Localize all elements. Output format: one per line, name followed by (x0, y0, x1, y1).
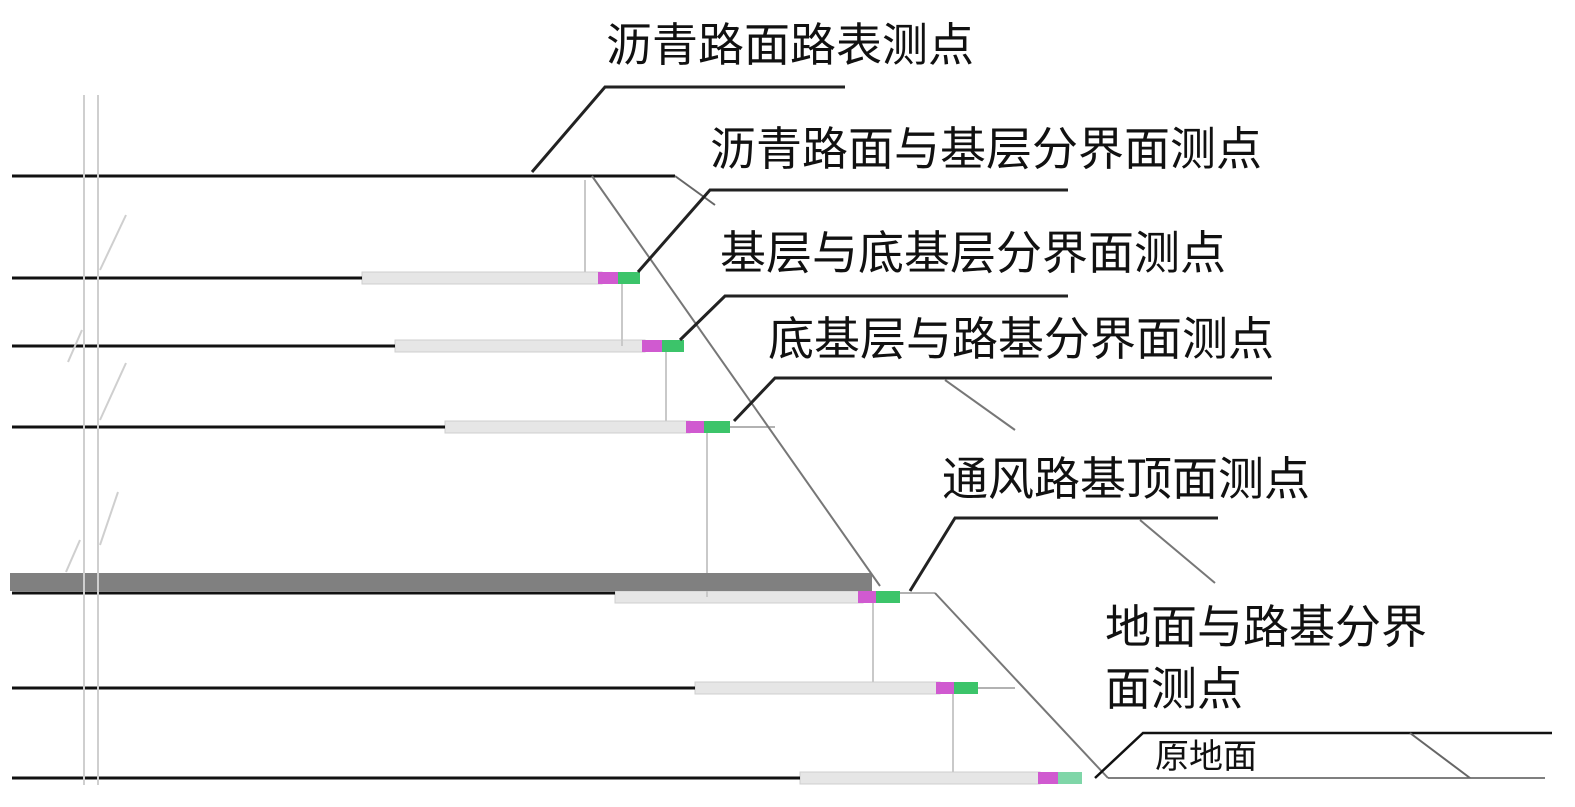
embankment-slope (591, 175, 1109, 779)
label-base-subbase-interface: 基层与底基层分界面测点 (720, 226, 1226, 280)
pipe-base-subbase (394, 339, 646, 353)
original-ground (1094, 731, 1552, 779)
break-marks (65, 95, 127, 785)
probe-subbase-subgrade (686, 421, 730, 433)
label-ground-subgrade-line1: 地面与路基分界 (1105, 600, 1427, 654)
ventilated-layer-band (10, 573, 872, 591)
label-original-ground: 原地面 (1155, 737, 1257, 777)
probe-asphalt-base (598, 272, 640, 284)
pipe-ground-lower (799, 771, 1041, 785)
leader-ventilated-top (908, 516, 1218, 592)
pipe-ground-upper (694, 681, 941, 695)
leader-asphalt-base (636, 188, 1068, 273)
probe-base-subbase (642, 340, 684, 352)
pipe-subbase-subgrade (444, 420, 691, 434)
leader-lines (530, 85, 1272, 592)
leader-subbase-subgrade (732, 376, 1272, 423)
probe-ground-lower (1038, 772, 1082, 784)
pipe-asphalt-base (361, 271, 603, 285)
pipe-ventilated-top (614, 590, 864, 604)
leader-asphalt-surface (530, 85, 845, 173)
probe-ground-upper (936, 682, 978, 694)
label-asphalt-base-interface: 沥青路面与基层分界面测点 (710, 122, 1262, 176)
vertical-connectors (584, 180, 954, 772)
label-ventilated-subgrade-top: 通风路基顶面测点 (942, 452, 1310, 506)
leader-base-subbase (678, 294, 1068, 342)
probe-group (598, 272, 1082, 784)
thin-leaders (944, 379, 1216, 584)
probe-ventilated-top (858, 591, 900, 603)
label-ground-subgrade-line2: 面测点 (1105, 662, 1243, 716)
label-asphalt-surface: 沥青路面路表测点 (606, 18, 974, 72)
label-subbase-subgrade-interface: 底基层与路基分界面测点 (768, 312, 1274, 366)
layer-lines (12, 174, 800, 780)
